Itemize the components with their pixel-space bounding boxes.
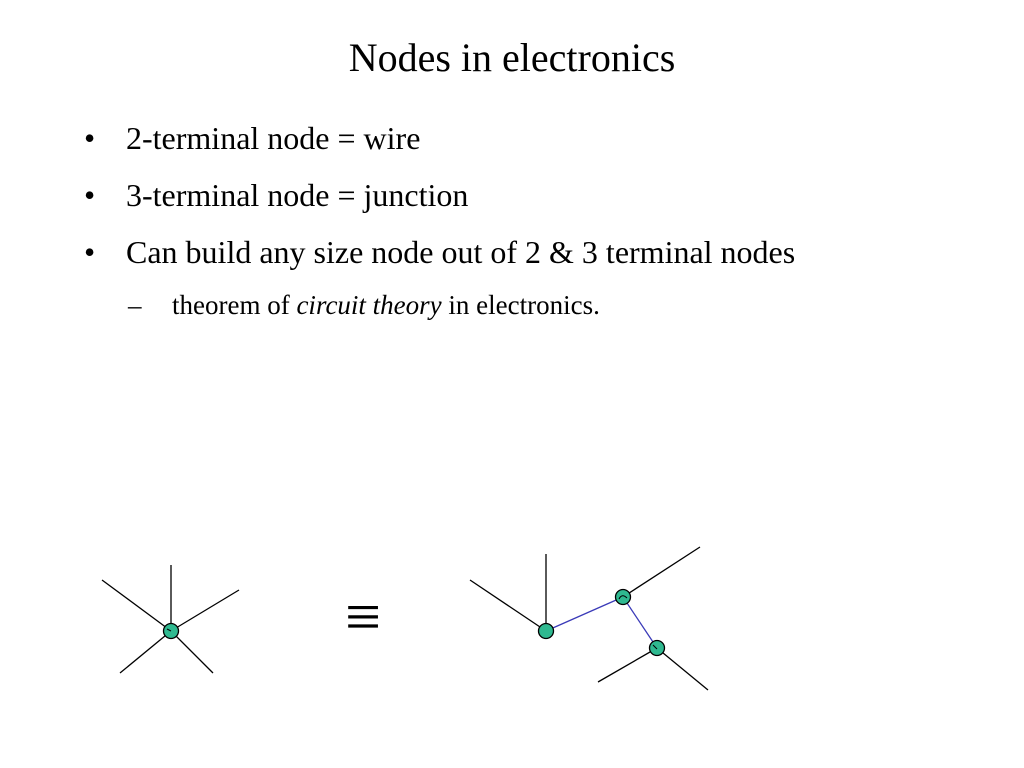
wire [119,630,172,674]
wire [469,579,547,632]
bullet-text: 3-terminal node = junction [126,177,469,213]
node-tick [618,595,628,600]
wire [597,647,658,683]
bullet-item-junction: • 3-terminal node = junction [84,175,884,216]
bullet-list: • 2-terminal node = wire • 3-terminal no… [84,118,884,323]
sub-bullet-text-after: in electronics. [441,290,600,320]
bullet-marker: • [84,234,96,270]
bullet-text: Can build any size node out of 2 & 3 ter… [126,234,796,270]
equivalence-symbol: ≡ [345,581,382,652]
node-dot [614,588,632,606]
node-dot [648,639,666,657]
node-tick [652,644,658,650]
wire [622,546,701,598]
bullet-marker: • [84,177,96,213]
connector-wire [622,596,658,649]
sub-bullet-text-before: theorem of [172,290,297,320]
bullet-marker: • [84,120,96,156]
bullet-text: 2-terminal node = wire [126,120,421,156]
sub-bullet-marker: – [128,290,142,320]
sub-bullet-theorem: – theorem of circuit theory in electroni… [126,287,884,323]
wire [170,589,240,632]
equivalent-node-network [469,546,709,691]
connector-wire [545,596,624,632]
wire [656,647,709,691]
bullet-item-wire: • 2-terminal node = wire [84,118,884,159]
node-tick [166,628,172,632]
node-dot [537,622,555,640]
wire [101,579,172,632]
slide-title: Nodes in electronics [348,35,676,80]
sub-bullet-text-italic: circuit theory [296,290,442,320]
bullet-item-build-nodes: • Can build any size node out of 2 & 3 t… [84,232,884,273]
wire [170,630,214,674]
five-terminal-node-group [101,565,240,674]
